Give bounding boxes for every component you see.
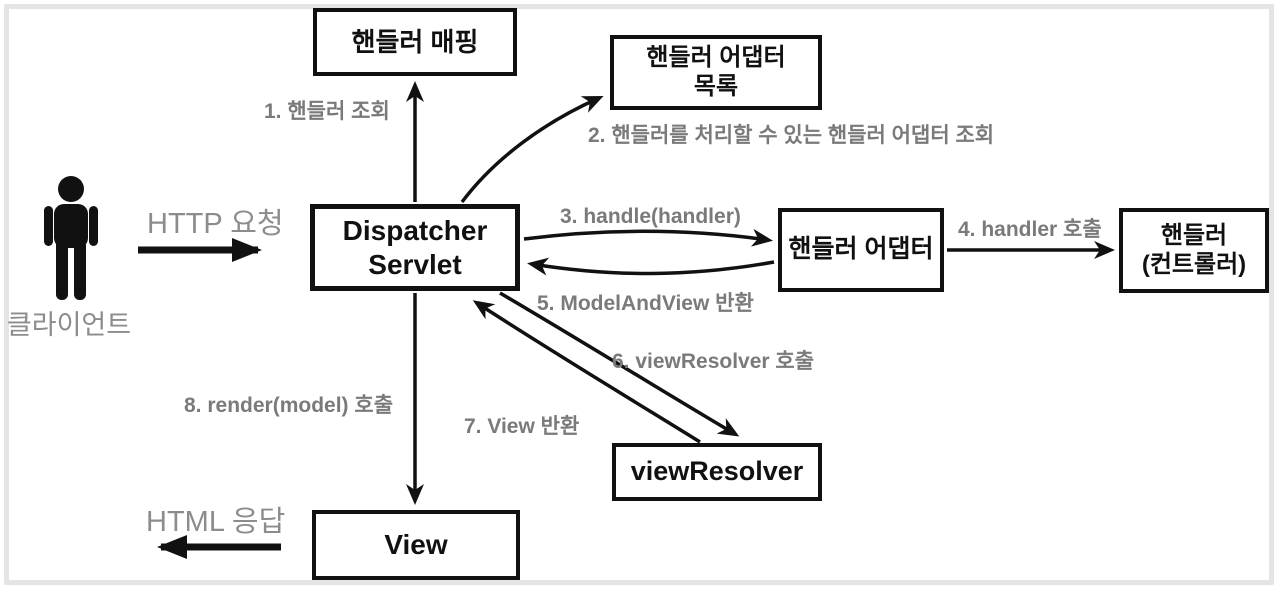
step1-label: 1. 핸들러 조회 [264, 100, 390, 123]
handler-adapter-list-label-line1: 핸들러 어댑터 [646, 44, 786, 72]
dispatcher-servlet-label-line2: Servlet [368, 248, 462, 280]
step5-label: 5. ModelAndView 반환 [537, 292, 754, 315]
handler-adapter-list-label-line2: 목록 [693, 72, 739, 100]
arrow-step3-handle-handler [523, 228, 773, 247]
handler-controller-label-line1: 핸들러 [1160, 222, 1228, 250]
view-resolver-label: viewResolver [630, 456, 804, 487]
handler-mapping-label: 핸들러 매핑 [351, 26, 479, 57]
step8-label: 8. render(model) 호출 [184, 394, 394, 417]
arrow-step5-modelandview-return [527, 257, 775, 276]
step3-label: 3. handle(handler) [560, 205, 741, 228]
handler-adapter-label: 핸들러 어댑터 [788, 235, 934, 264]
client-label: 클라이언트 [6, 310, 132, 340]
arrow-step6-viewresolver-call [499, 291, 740, 437]
html-response-label: HTML 응답 [146, 506, 286, 538]
handler-adapter-box: 핸들러 어댑터 [778, 208, 944, 292]
step6-label: 6. viewResolver 호출 [612, 350, 815, 373]
arrow-step7-view-return [472, 300, 701, 444]
step7-label: 7. View 반환 [464, 415, 580, 438]
arrow-step2-adapter-lookup [460, 95, 604, 204]
view-label: View [384, 529, 448, 561]
dispatcher-servlet-box: Dispatcher Servlet [310, 204, 520, 291]
handler-mapping-box: 핸들러 매핑 [313, 8, 517, 76]
handler-controller-label-line2: (컨트롤러) [1141, 250, 1247, 278]
step4-label: 4. handler 호출 [958, 218, 1102, 241]
dispatcher-servlet-label-line1: Dispatcher [342, 215, 488, 247]
view-resolver-box: viewResolver [612, 443, 822, 501]
client-person-icon [44, 176, 98, 300]
handler-adapter-list-box: 핸들러 어댑터 목록 [610, 35, 822, 110]
view-box: View [312, 510, 520, 580]
step2-label: 2. 핸들러를 처리할 수 있는 핸들러 어댑터 조회 [588, 124, 995, 147]
handler-controller-box: 핸들러 (컨트롤러) [1119, 208, 1269, 293]
http-request-label: HTTP 요청 [147, 208, 284, 240]
